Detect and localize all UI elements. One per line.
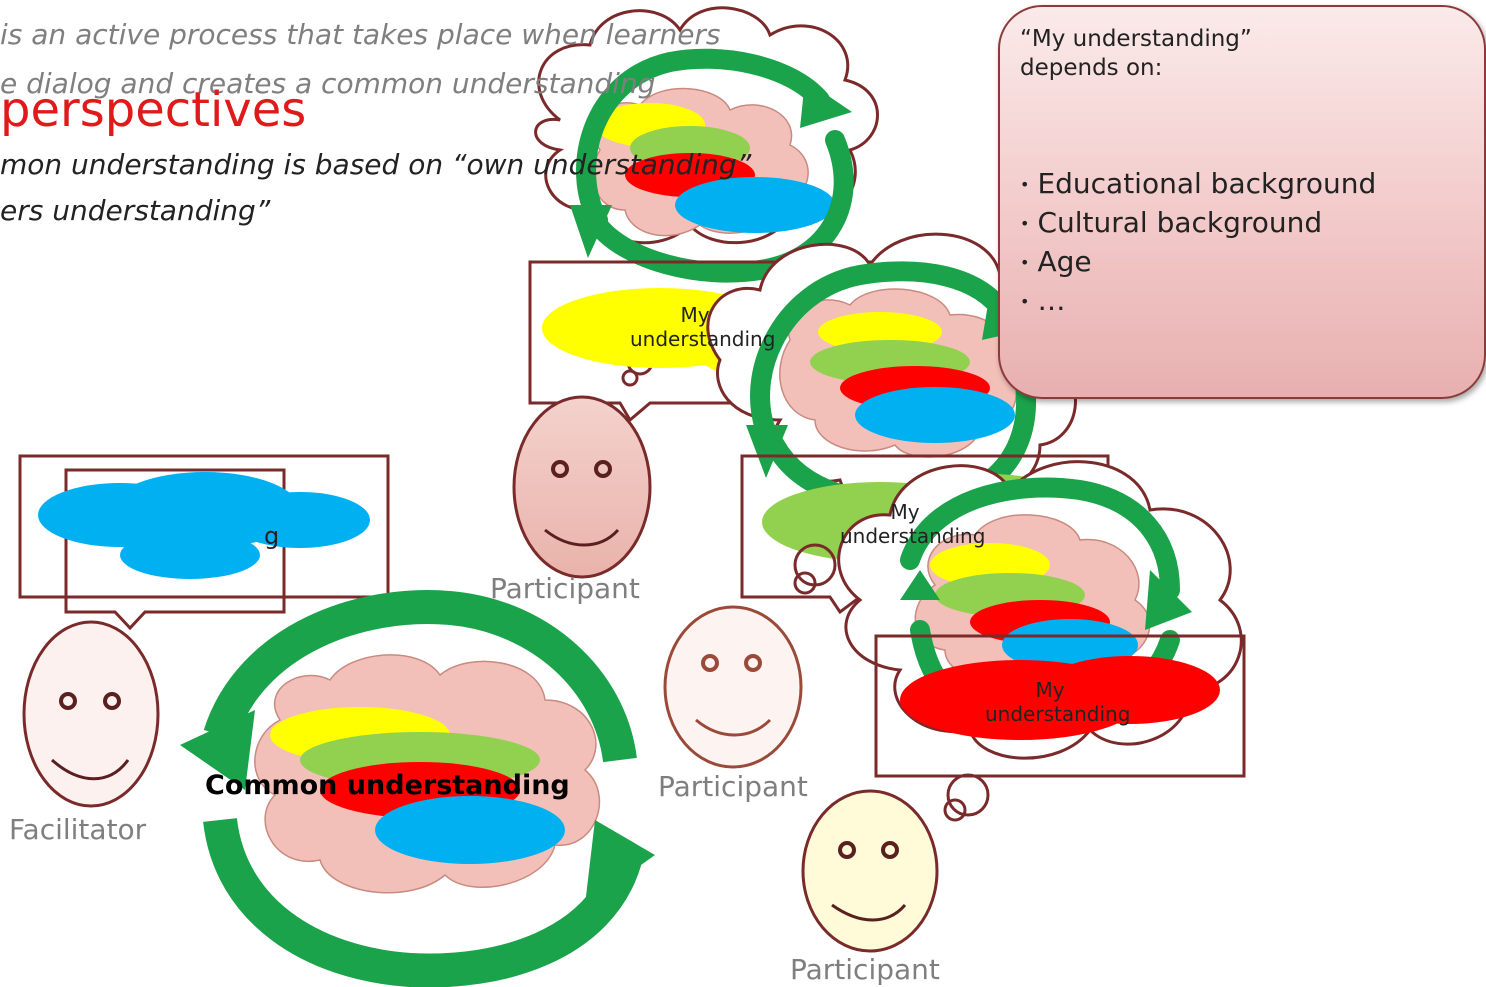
speech-box-3 <box>874 634 1246 778</box>
intro-line-4: ers understanding” <box>0 194 271 227</box>
participant-face-3 <box>801 789 939 953</box>
participant-label-1: Participant <box>490 572 640 605</box>
bullet-icon: • <box>1020 292 1030 311</box>
callout-item-text: … <box>1037 284 1066 317</box>
bullet-icon: • <box>1020 175 1030 194</box>
common-understanding-label: Common understanding <box>205 770 570 801</box>
thought-dots-2 <box>793 543 837 595</box>
facilitator-bubble-text: g <box>264 522 280 550</box>
participant-label-2: Participant <box>658 770 808 803</box>
facilitator-label: Facilitator <box>9 813 147 846</box>
callout-item: • Cultural background <box>1020 204 1376 243</box>
intro-line-3: mon understanding is based on “own under… <box>0 148 752 181</box>
facilitator-face <box>22 620 160 808</box>
callout-item-text: Educational background <box>1037 167 1377 200</box>
callout-list: • Educational background • Cultural backgr… <box>1020 165 1376 321</box>
facilitator-speech-box <box>18 454 390 631</box>
thought-bubble-1 <box>534 6 879 283</box>
callout-item: • Age <box>1020 243 1376 282</box>
bullet-icon: • <box>1020 214 1030 233</box>
participant-face-1 <box>512 395 652 579</box>
my-understanding-label-2: My understanding <box>840 500 986 548</box>
intro-line-1: is an active process that takes place wh… <box>0 18 721 51</box>
thought-dots-3 <box>943 773 990 822</box>
bullet-icon: • <box>1020 253 1030 272</box>
depends-on-callout: “My understanding” depends on: • Educatio… <box>998 5 1486 399</box>
callout-item: •… <box>1020 282 1376 321</box>
my-understanding-label-1: My understanding <box>630 303 776 351</box>
callout-item-text: Age <box>1037 245 1092 278</box>
slide-title: perspectives <box>0 82 307 138</box>
callout-heading: “My understanding” depends on: <box>1020 26 1252 81</box>
participant-face-2 <box>663 605 803 769</box>
my-understanding-label-3: My understanding <box>985 678 1131 726</box>
participant-label-3: Participant <box>790 953 940 986</box>
callout-item-text: Cultural background <box>1037 206 1323 239</box>
callout-item: • Educational background <box>1020 165 1376 204</box>
common-understanding-cycle <box>180 590 655 987</box>
intro-line-2: e dialog and creates a common understand… <box>0 67 656 100</box>
